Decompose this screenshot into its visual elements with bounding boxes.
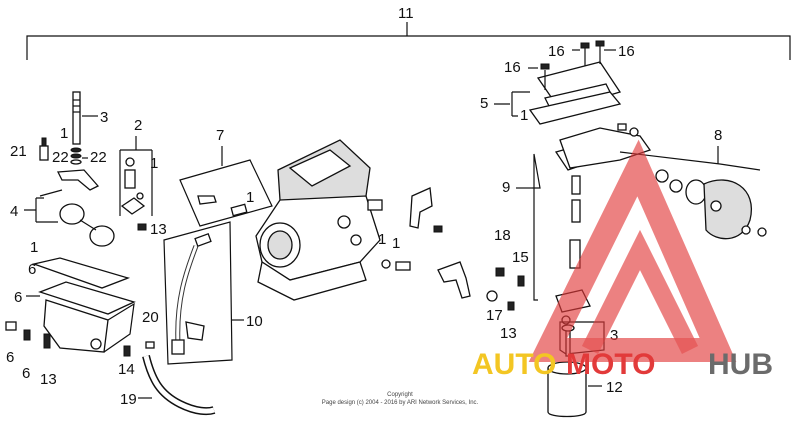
label-15: 15 — [512, 249, 529, 266]
bracket-9 — [532, 153, 541, 301]
copyright-line2: Page design (c) 2004 - 2016 by ARI Netwo… — [322, 400, 479, 406]
carburetor-body — [255, 139, 383, 301]
label-1-needle: 1 — [60, 125, 68, 142]
label-1-box7: 1 — [246, 189, 254, 206]
label-10: 10 — [246, 313, 263, 330]
label-19: 19 — [120, 391, 137, 408]
item-8-assembly — [619, 151, 767, 240]
label-18: 18 — [494, 227, 511, 244]
label-1-jet: 1 — [150, 155, 158, 172]
label-12: 12 — [606, 379, 623, 396]
float — [39, 189, 115, 247]
label-3-top: 3 — [100, 109, 108, 126]
label-13-b: 13 — [40, 371, 57, 388]
bracket-11 — [26, 22, 791, 60]
float-bowl — [5, 257, 136, 353]
label-17: 17 — [486, 307, 503, 324]
label-21: 21 — [10, 143, 27, 160]
label-16a: 16 — [548, 43, 565, 60]
label-14: 14 — [118, 361, 135, 378]
pilot-screw-box — [119, 136, 153, 216]
label-11: 11 — [398, 5, 414, 22]
label-5: 5 — [480, 95, 488, 112]
throttle-link — [409, 187, 433, 229]
label-1-mid-a: 1 — [378, 231, 386, 248]
label-2: 2 — [134, 117, 142, 134]
label-6c: 6 — [6, 349, 14, 366]
top-cover-assembly — [528, 40, 622, 125]
label-22b: 22 — [90, 149, 107, 166]
label-22a: 22 — [52, 149, 69, 166]
item-10-box — [163, 221, 233, 365]
label-1-bowl: 1 — [30, 239, 38, 256]
label-6d: 6 — [22, 365, 30, 382]
automotohub-watermark-logo — [528, 139, 737, 362]
label-9: 9 — [502, 179, 510, 196]
watermark-hub: HUB — [708, 348, 773, 381]
bracket-plate — [437, 261, 471, 299]
item-7-box — [179, 146, 273, 227]
label-16b: 16 — [618, 43, 635, 60]
label-8: 8 — [714, 127, 722, 144]
label-6b: 6 — [14, 289, 22, 306]
label-20: 20 — [142, 309, 159, 326]
link-plate — [56, 169, 100, 191]
label-1-cover: 1 — [520, 107, 528, 124]
air-filter-cylinder — [547, 361, 587, 418]
jet-needle-assembly — [39, 91, 82, 165]
label-1-mid-b: 1 — [392, 235, 400, 252]
label-6a: 6 — [28, 261, 36, 278]
label-13-a: 13 — [150, 221, 167, 238]
watermark-moto: MOTO — [566, 348, 655, 381]
label-3-bottom: 3 — [610, 327, 618, 344]
label-16c: 16 — [504, 59, 521, 76]
label-13-c: 13 — [500, 325, 517, 342]
label-4: 4 — [10, 203, 18, 220]
watermark-auto: AUTO — [472, 348, 556, 381]
copyright-line1: Copyright — [387, 392, 413, 398]
label-7: 7 — [216, 127, 224, 144]
